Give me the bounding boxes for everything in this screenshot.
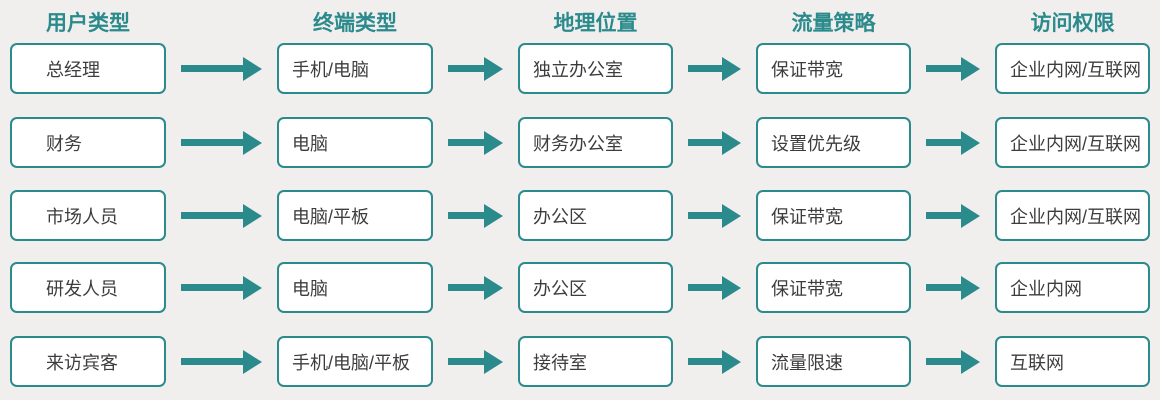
- user-type-box: 研发人员: [10, 262, 166, 313]
- arrow-shaft: [448, 212, 484, 219]
- policy-box: 设置优先级: [756, 117, 911, 168]
- flow-arrow-icon: [911, 190, 995, 241]
- user-type-box: 市场人员: [10, 190, 166, 241]
- flow-arrow-icon: [433, 117, 518, 168]
- flow-arrow-icon: [433, 336, 518, 387]
- arrow-shaft: [688, 65, 722, 72]
- flow-arrow-icon: [911, 117, 995, 168]
- arrow-head: [722, 130, 741, 155]
- flow-arrow-icon: [673, 190, 756, 241]
- column-header-policy: 流量策略: [791, 12, 876, 35]
- arrow-head: [243, 56, 262, 81]
- policy-box: 保证带宽: [756, 190, 911, 241]
- location-box: 办公区: [518, 262, 673, 313]
- access-box: 企业内网/互联网: [995, 43, 1150, 94]
- flow-arrow-icon: [673, 336, 756, 387]
- arrow-shaft: [448, 65, 484, 72]
- arrow-head: [243, 275, 262, 300]
- location-box: 财务办公室: [518, 117, 673, 168]
- flow-arrow-icon: [911, 262, 995, 313]
- arrow-shaft: [926, 212, 961, 219]
- arrow-shaft: [181, 139, 243, 146]
- arrow-head: [484, 275, 503, 300]
- terminal-type-box: 手机/电脑: [277, 43, 433, 94]
- arrow-shaft: [688, 284, 722, 291]
- arrow-shaft: [688, 212, 722, 219]
- arrow-head: [722, 203, 741, 228]
- terminal-type-box: 电脑/平板: [277, 190, 433, 241]
- arrow-shaft: [688, 139, 722, 146]
- arrow-shaft: [448, 358, 484, 365]
- arrow-shaft: [926, 139, 961, 146]
- access-box: 企业内网: [995, 262, 1150, 313]
- terminal-type-box: 手机/电脑/平板: [277, 336, 433, 387]
- flow-arrow-icon: [166, 336, 277, 387]
- flow-arrow-icon: [673, 43, 756, 94]
- arrow-head: [484, 130, 503, 155]
- arrow-head: [961, 203, 980, 228]
- arrow-head: [722, 56, 741, 81]
- arrow-shaft: [181, 212, 243, 219]
- location-box: 接待室: [518, 336, 673, 387]
- access-box: 企业内网/互联网: [995, 117, 1150, 168]
- user-type-box: 总经理: [10, 43, 166, 94]
- arrow-shaft: [448, 284, 484, 291]
- column-header-access: 访问权限: [1030, 12, 1115, 35]
- arrow-head: [722, 349, 741, 374]
- arrow-head: [484, 203, 503, 228]
- user-type-box: 财务: [10, 117, 166, 168]
- arrow-shaft: [926, 65, 961, 72]
- terminal-type-box: 电脑: [277, 117, 433, 168]
- flow-arrow-icon: [433, 262, 518, 313]
- flow-arrow-icon: [166, 117, 277, 168]
- arrow-shaft: [926, 358, 961, 365]
- arrow-head: [961, 130, 980, 155]
- user-type-box: 来访宾客: [10, 336, 166, 387]
- arrow-head: [243, 349, 262, 374]
- policy-box: 保证带宽: [756, 262, 911, 313]
- policy-box: 流量限速: [756, 336, 911, 387]
- arrow-head: [961, 275, 980, 300]
- location-box: 办公区: [518, 190, 673, 241]
- flow-arrow-icon: [166, 43, 277, 94]
- flow-arrow-icon: [673, 117, 756, 168]
- location-box: 独立办公室: [518, 43, 673, 94]
- access-box: 企业内网/互联网: [995, 190, 1150, 241]
- flow-arrow-icon: [673, 262, 756, 313]
- flow-arrow-icon: [433, 190, 518, 241]
- arrow-shaft: [181, 358, 243, 365]
- arrow-head: [722, 275, 741, 300]
- column-header-terminal-type: 终端类型: [313, 12, 397, 35]
- arrow-head: [484, 56, 503, 81]
- arrow-shaft: [688, 358, 722, 365]
- arrow-head: [484, 349, 503, 374]
- flow-arrow-icon: [911, 43, 995, 94]
- column-header-user-type: 用户类型: [46, 12, 130, 35]
- arrow-shaft: [448, 139, 484, 146]
- arrow-shaft: [181, 65, 243, 72]
- column-header-location: 地理位置: [553, 12, 638, 35]
- arrow-head: [961, 56, 980, 81]
- flow-arrow-icon: [911, 336, 995, 387]
- arrow-head: [243, 130, 262, 155]
- policy-box: 保证带宽: [756, 43, 911, 94]
- terminal-type-box: 电脑: [277, 262, 433, 313]
- arrow-shaft: [926, 284, 961, 291]
- flow-arrow-icon: [166, 190, 277, 241]
- arrow-head: [243, 203, 262, 228]
- flow-arrow-icon: [166, 262, 277, 313]
- arrow-shaft: [181, 284, 243, 291]
- flow-arrow-icon: [433, 43, 518, 94]
- access-box: 互联网: [995, 336, 1150, 387]
- arrow-head: [961, 349, 980, 374]
